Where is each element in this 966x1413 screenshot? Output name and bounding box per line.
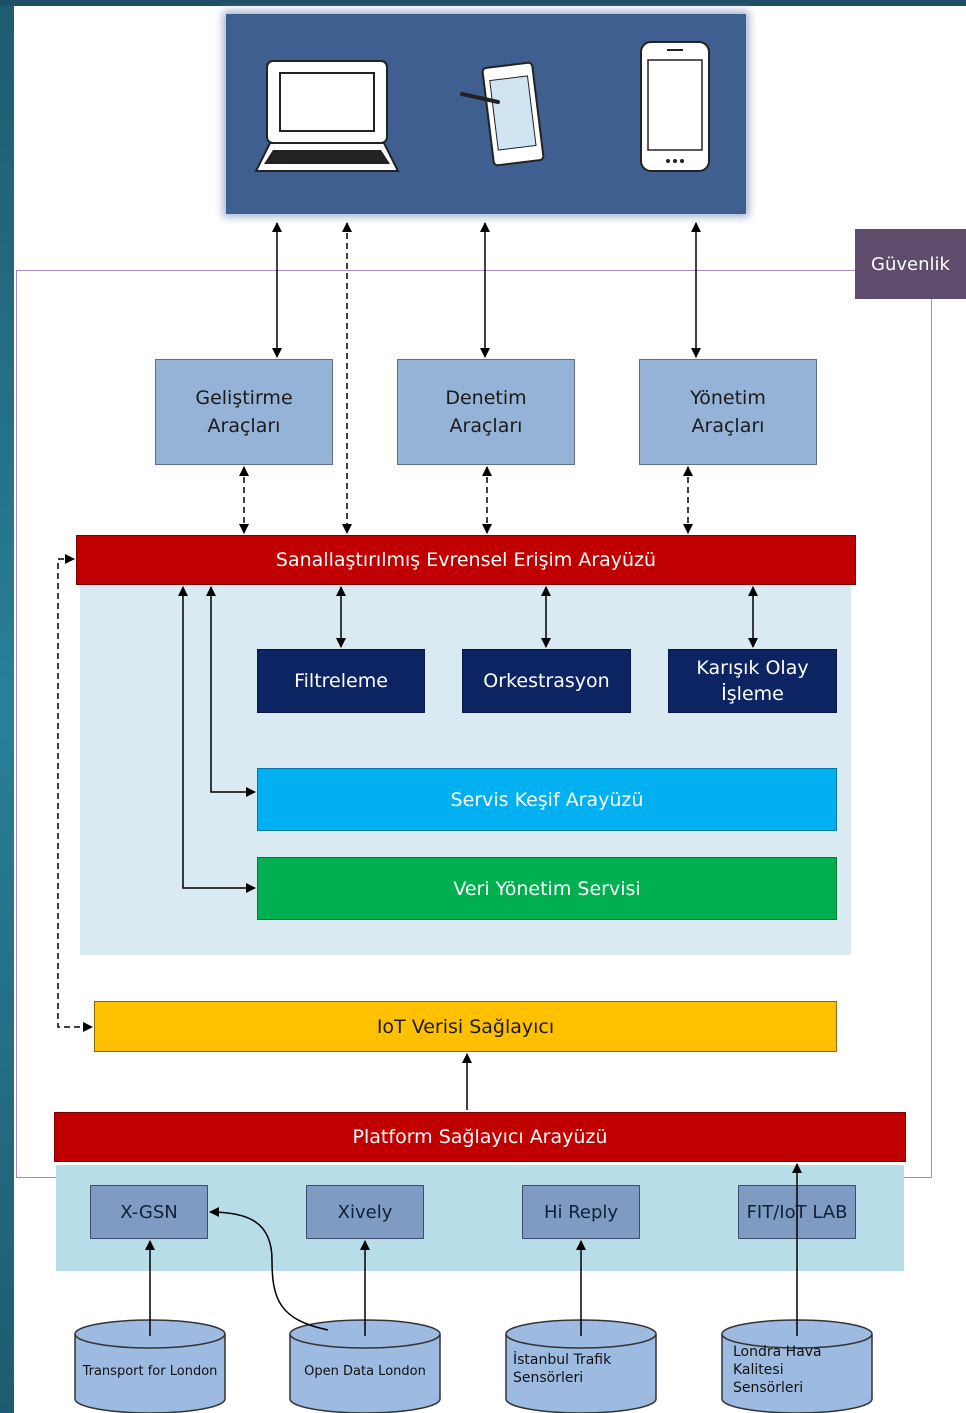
xgsn-box: X-GSN xyxy=(90,1185,208,1239)
data-management-service-bar: Veri Yönetim Servisi xyxy=(257,857,837,920)
iot-data-provider-bar: IoT Verisi Sağlayıcı xyxy=(94,1001,837,1052)
slide-top-band xyxy=(0,0,966,6)
service-discovery-interface-bar: Servis Keşif Arayüzü xyxy=(257,768,837,831)
development-tools-box: Geliştirme Araçları xyxy=(155,359,333,465)
xively-box: Xively xyxy=(306,1185,424,1239)
source-label-transport-for-london: Transport for London xyxy=(82,1364,218,1379)
smartphone-icon xyxy=(640,41,710,172)
slide-left-band xyxy=(0,0,14,1413)
hi-reply-box: Hi Reply xyxy=(522,1185,640,1239)
universal-access-interface-bar: Sanallaştırılmış Evrensel Erişim Arayüzü xyxy=(76,535,856,585)
source-label-london-air-quality: Londra Hava Kalitesi Sensörleri xyxy=(733,1344,822,1396)
laptop-icon xyxy=(254,60,400,172)
filtering-box: Filtreleme xyxy=(257,649,425,713)
orchestration-box: Orkestrasyon xyxy=(462,649,631,713)
platform-provider-interface-bar: Platform Sağlayıcı Arayüzü xyxy=(54,1112,906,1162)
security-tag: Güvenlik xyxy=(855,229,966,299)
complex-event-processing-box: Karışık Olay İşleme xyxy=(668,649,837,713)
source-label-istanbul-traffic: İstanbul Trafik Sensörleri xyxy=(513,1352,612,1386)
management-tools-box: Yönetim Araçları xyxy=(639,359,817,465)
monitoring-tools-box: Denetim Araçları xyxy=(397,359,575,465)
source-label-open-data-london: Open Data London xyxy=(304,1364,426,1379)
tablet-icon xyxy=(460,61,545,167)
